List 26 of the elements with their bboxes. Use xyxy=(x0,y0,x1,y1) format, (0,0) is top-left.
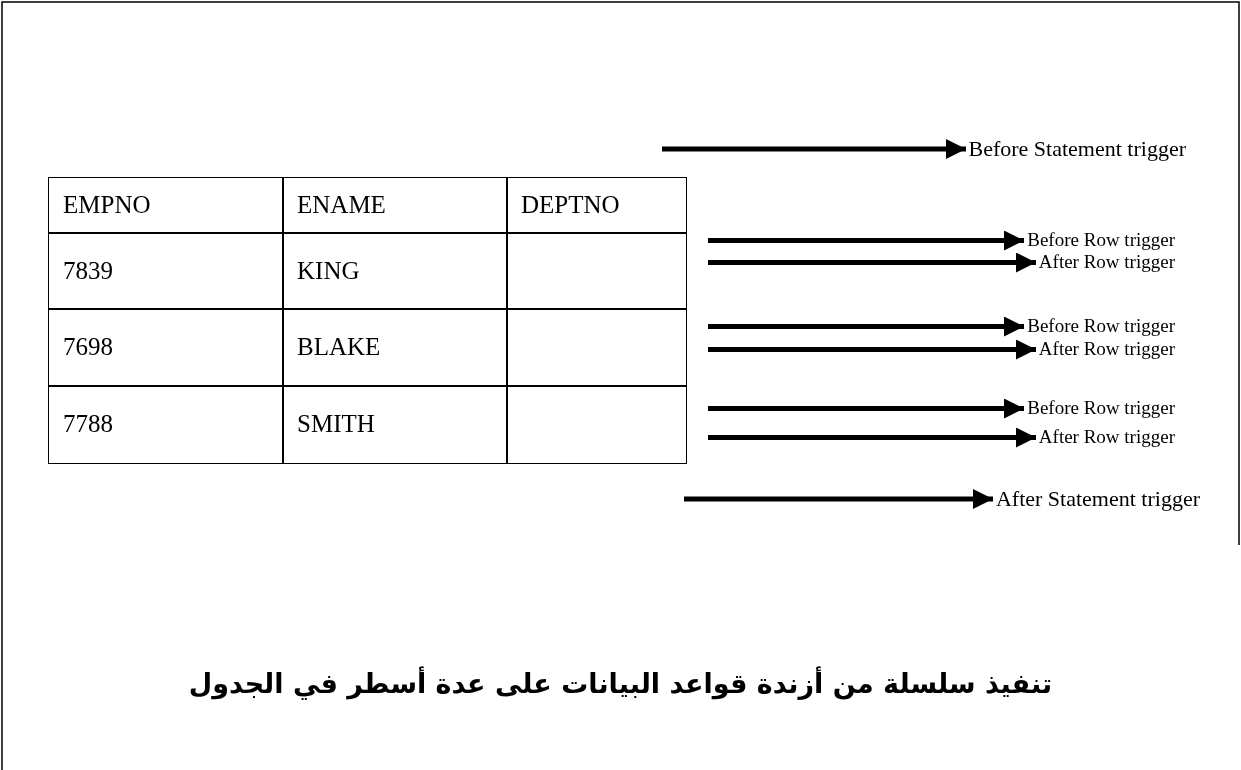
arrow xyxy=(708,252,1036,273)
arrow xyxy=(708,230,1024,251)
table-cell: KING xyxy=(282,232,508,310)
table-cell: 7698 xyxy=(48,308,284,387)
trigger-label: After Statement trigger xyxy=(995,486,1200,513)
table-cell: 7788 xyxy=(48,385,284,464)
trigger-label: Before Statement trigger xyxy=(968,136,1186,163)
trigger-label: After Row trigger xyxy=(1038,426,1175,449)
table-cell: 7839 xyxy=(48,232,284,310)
trigger-label: After Row trigger xyxy=(1038,251,1175,274)
table-cell: DEPTNO xyxy=(506,177,687,234)
arrow xyxy=(708,339,1036,360)
trigger-label: Before Row trigger xyxy=(1027,397,1175,420)
table-cell: ENAME xyxy=(282,177,508,234)
table-cell: EMPNO xyxy=(48,177,284,234)
table-cell: SMITH xyxy=(282,385,508,464)
trigger-label: Before Row trigger xyxy=(1027,315,1175,338)
arrow xyxy=(708,316,1024,337)
table-cell: BLAKE xyxy=(282,308,508,387)
arrow xyxy=(708,398,1024,419)
arrow xyxy=(662,139,966,159)
caption: تنفيذ سلسلة من أزندة قواعد البيانات على عدة أسطر في الجدول xyxy=(187,668,1054,699)
trigger-label: Before Row trigger xyxy=(1027,229,1175,252)
arrow xyxy=(684,489,993,509)
arrow xyxy=(708,427,1036,448)
trigger-label: After Row trigger xyxy=(1038,338,1175,361)
